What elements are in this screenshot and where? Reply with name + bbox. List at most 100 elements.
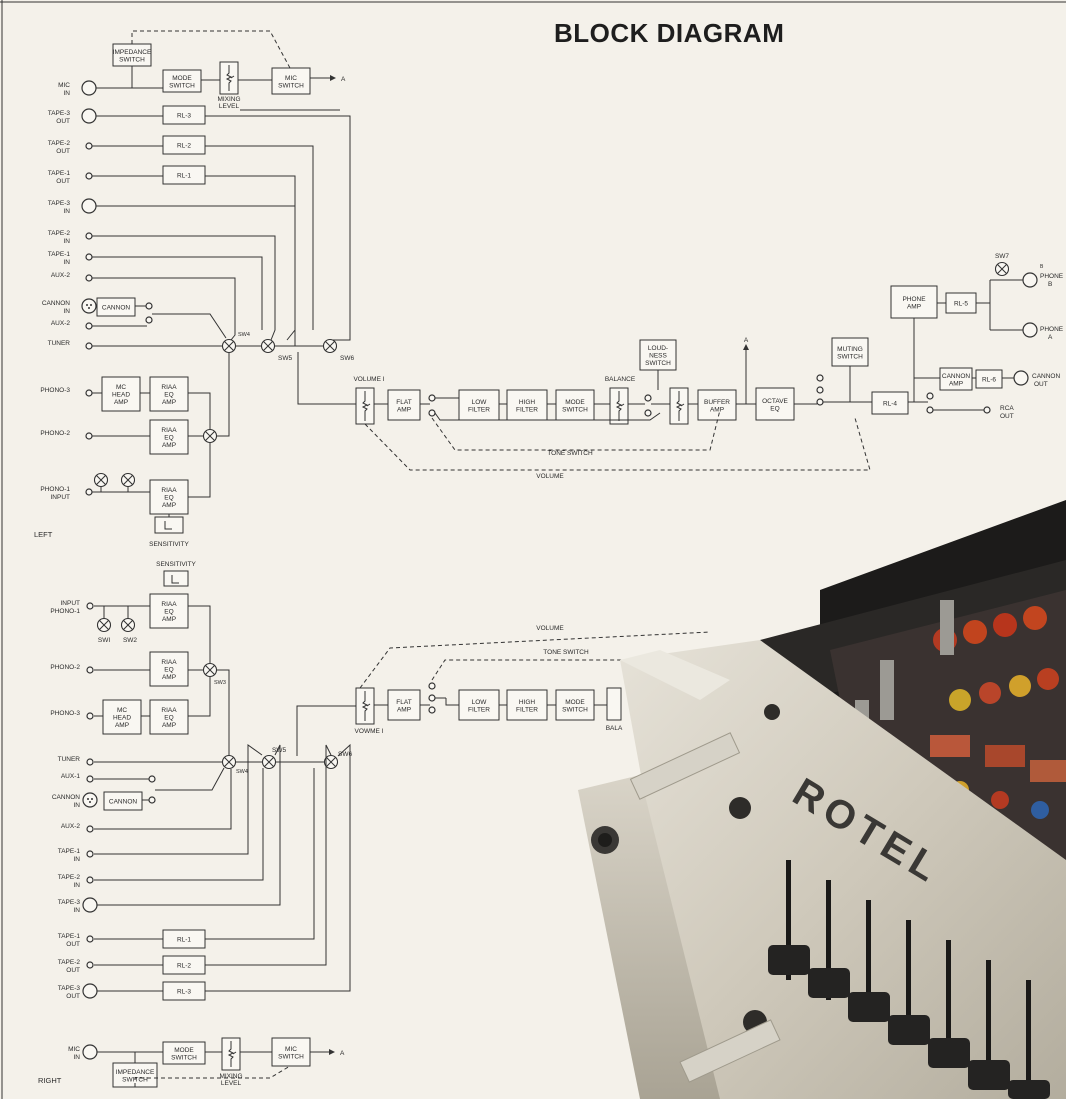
left-buffer-amp-label: BUFFER [704,399,730,406]
left-cannon-sw-b [145,316,153,324]
product-photo: ROTEL [578,500,1066,1099]
right-input-mic-label: MIC [68,1046,80,1053]
right-mc-head-amp-label: MC [117,707,127,714]
right-input-phono1-label2: PHONO-1 [50,608,80,615]
right-jack-aux2 [86,825,94,833]
left-rl3-box [162,105,206,125]
wire [217,669,230,756]
right-input-tape3in-label2: IN [74,907,81,914]
left-sw7-label: SW7 [995,253,1009,260]
right-riaa-1-label: RIAA [161,601,177,608]
right-mic-switch-label: MIC [285,1046,297,1053]
wire [92,256,263,330]
right-mode-switch2-label: MODE [565,699,585,706]
right-input-cannon-label2: IN [74,802,81,809]
left-muting-switch-box [831,337,869,367]
left-mixing-label2: LEVEL [219,103,240,110]
left-riaa-3-label: AMP [162,399,176,406]
right-input-phono2: PHONO-2 [50,664,80,671]
right-riaa-3-label: RIAA [161,707,177,714]
signal-chain: VOLUME IFLATAMPLOWFILTERHIGHFILTERMODESW… [353,253,1063,735]
left-rl1: RL-1 [162,165,206,185]
left-volume-link [364,417,871,471]
left-input-tape3in-label: TAPE-3 [48,200,71,207]
left-sensitivity-box [154,516,184,534]
right-jack-mic [82,1044,98,1060]
wire [188,677,211,717]
right-arrow-a-label: A [340,1050,345,1057]
right-rl3: RL-3 [162,981,206,1001]
right-flat-amp-label: FLAT [396,699,411,706]
left-high-filter-label: HIGH [519,399,536,406]
left-cannon-wire [152,313,227,339]
left-input-tape1in-label: TAPE-1 [48,251,71,258]
left-jack-phono2 [85,432,93,440]
left-input-mic-label2: IN [64,90,71,97]
left-input-tape3in-label2: IN [64,208,71,215]
left-sw4 [221,338,237,354]
left-rl1-box [162,165,206,185]
left-riaa-2-label: AMP [162,442,176,449]
wire [205,115,351,341]
right-low-filter-label: LOW [472,699,488,706]
right-jack-tape3in [82,897,98,913]
left-input-cannon-label: CANNON [42,300,70,307]
left-riaa-3-box [149,376,189,412]
left-rca-out-label2: OUT [1000,413,1014,420]
left-volume-label: VOLUME [536,473,564,480]
right-riaa-1-box [149,593,189,629]
left-jack-tape2in [85,232,93,240]
left-phone-amp-label: PHONE [902,296,926,303]
left-mode-switch2-label: MODE [565,399,585,406]
left-rl3-label: RL-3 [177,113,191,120]
left-mode-switch-label: SWITCH [169,82,195,89]
right-sw1-cross [99,620,109,630]
left-cannon-out-jack [1013,370,1029,386]
left-channel-label: LEFT [34,530,53,539]
left-rl6: RL-6 [975,369,1003,389]
left-rl1-label: RL-1 [177,173,191,180]
right-jack-tape2out [86,961,94,969]
right-volume-label: VOLUME [536,625,564,632]
left-input-aux2b: AUX-2 [51,320,71,327]
right-input-tape2in: TAPE-2IN [58,874,81,889]
left-sw6-label: SW6 [340,355,354,362]
left-riaa-1-box [149,479,189,515]
right-sw1-label: SWI [98,637,110,644]
left-rl4-box [871,391,909,415]
wire [205,743,351,992]
left-mode-switch2-label: SWITCH [562,406,588,413]
left-cannon-amp-label: AMP [949,380,963,387]
left-cannon-pin [86,304,88,306]
left-loudness-pot-resistor [675,391,683,421]
left-sw6 [322,338,338,354]
left-input-tape1out-label: TAPE-1 [48,170,71,177]
left-rl6-box [975,369,1003,389]
left-phone-a-jack [1022,322,1038,338]
left-cannon-sw-a [145,302,153,310]
right-jack-aux1 [86,775,94,783]
right-input-tape3out-label2: OUT [66,993,80,1000]
left-jack-tape1out [85,172,93,180]
left-rl2-label: RL-2 [177,143,191,150]
left-input-cannon-label2: IN [64,308,71,315]
left-jack-tape3in [81,198,97,214]
left-loudness-pot [669,387,689,425]
right-mic-link [134,1065,291,1087]
left-sensitivity-sym [164,521,172,530]
right-sw3 [202,662,218,678]
left-phono-mix-cross [205,431,215,441]
left-input-phono3-label: PHONO-3 [40,387,70,394]
right-sw5 [261,754,277,770]
left-mc-head-amp-label: AMP [114,399,128,406]
right-riaa-3-box [149,699,189,735]
right-sw4-label: SW4 [236,769,248,775]
